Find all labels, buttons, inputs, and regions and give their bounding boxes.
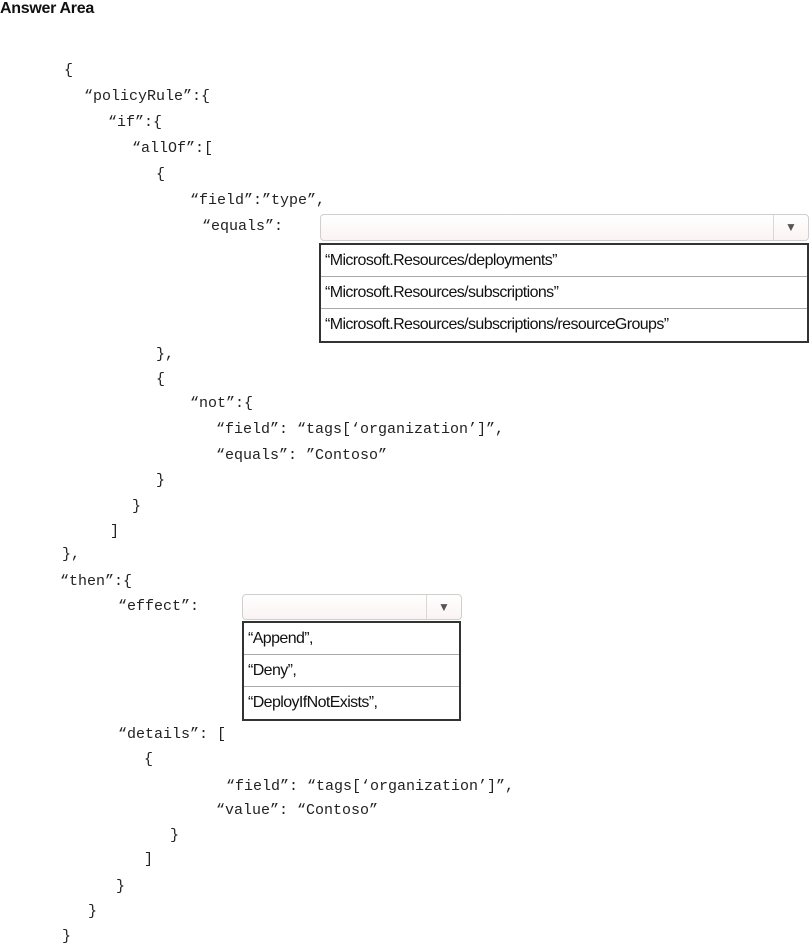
effect-options-list: “Append”, “Deny”, “DeployIfNotExists”,	[242, 621, 461, 721]
chevron-down-icon[interactable]: ▼	[426, 595, 461, 619]
code-line: }	[132, 498, 142, 515]
equals-option[interactable]: “Microsoft.Resources/subscriptions”	[321, 277, 807, 309]
code-line: ]	[110, 523, 120, 540]
code-line: },	[156, 346, 175, 363]
answer-area-title: Answer Area	[0, 0, 94, 17]
equals-options-list: “Microsoft.Resources/deployments” “Micro…	[319, 243, 809, 343]
equals-option[interactable]: “Microsoft.Resources/deployments”	[321, 245, 807, 277]
code-line: “effect”:	[118, 598, 200, 615]
code-line: “policyRule”:{	[84, 88, 211, 105]
code-line: {	[156, 371, 166, 388]
code-line: }	[156, 472, 166, 489]
code-line: “not”:{	[190, 395, 254, 412]
code-line: {	[144, 751, 154, 768]
effect-option[interactable]: “Deny”,	[244, 655, 459, 687]
code-line: “details”: [	[118, 726, 227, 743]
effect-dropdown[interactable]: ▼	[242, 594, 462, 620]
code-line: “value”: “Contoso”	[216, 802, 379, 819]
code-line: {	[156, 166, 166, 183]
code-line: },	[62, 546, 81, 563]
code-line: “equals”: ”Contoso”	[216, 447, 388, 464]
code-line: “then”:{	[60, 573, 133, 590]
code-line: “field”:”type”,	[190, 192, 326, 209]
code-line: }	[62, 928, 72, 945]
code-line: }	[170, 827, 180, 844]
code-line: }	[88, 903, 98, 920]
code-line: “allOf”:[	[132, 140, 214, 157]
equals-dropdown[interactable]: ▼	[320, 214, 809, 241]
code-line: “if”:{	[108, 114, 163, 131]
code-line: {	[64, 62, 74, 79]
code-line: “field”: “tags[‘organization’]”,	[216, 421, 505, 438]
code-line: }	[116, 878, 126, 895]
effect-option[interactable]: “Append”,	[244, 623, 459, 655]
chevron-down-icon[interactable]: ▼	[773, 215, 808, 240]
code-line: “field”: “tags[‘organization’]”,	[226, 778, 515, 795]
code-line: “equals”:	[202, 218, 284, 235]
effect-option[interactable]: “DeployIfNotExists”,	[248, 694, 378, 711]
equals-option[interactable]: “Microsoft.Resources/subscriptions/resou…	[325, 316, 669, 333]
code-line: ]	[144, 851, 154, 868]
